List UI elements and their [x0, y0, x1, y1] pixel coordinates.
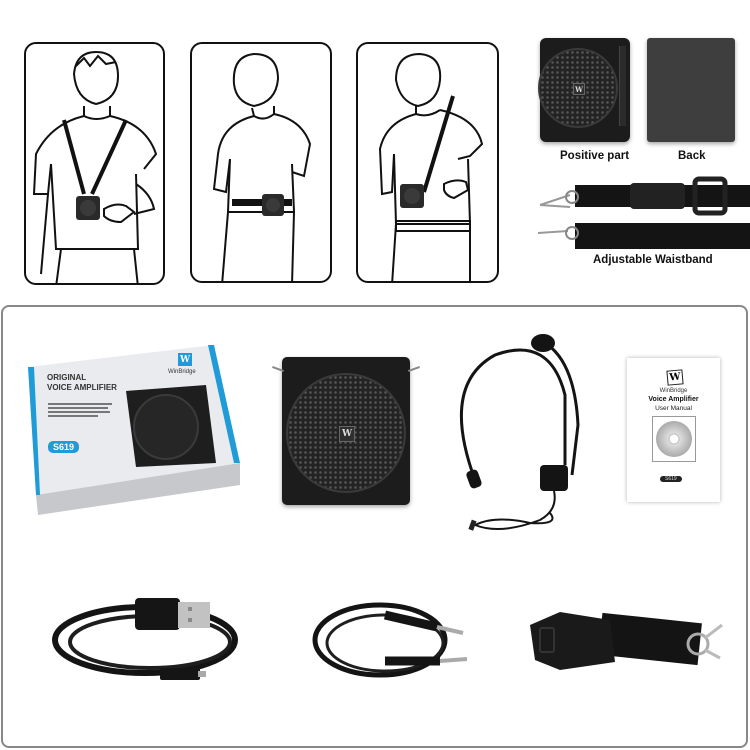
box-description: [48, 401, 118, 419]
speaker-unit: W: [282, 357, 410, 505]
box-shape: [28, 345, 240, 515]
speaker-back-view: [647, 38, 735, 142]
back-view-label: Back: [678, 150, 706, 162]
side-controls: [619, 46, 626, 126]
illustration-waistband: [190, 42, 332, 283]
manual-title: Voice Amplifier: [648, 396, 699, 403]
audio-cable-image: [312, 602, 468, 678]
box-title-line1: ORIGINAL: [47, 373, 87, 382]
waistband-label: Adjustable Waistband: [593, 254, 713, 266]
illustration-neck-lanyard: [24, 42, 165, 285]
illustration-shoulder-strap: [356, 42, 499, 283]
box-title-line2: VOICE AMPLIFIER: [47, 383, 117, 392]
manual-brand: WinBridge: [659, 388, 688, 394]
manual-logo-icon: W: [666, 369, 684, 386]
manual-speaker-image: [652, 416, 696, 462]
w-logo-icon: W: [573, 83, 585, 95]
buckle-strap-image: [530, 612, 723, 670]
usb-cable-image: [52, 598, 238, 680]
speaker-w-logo-icon: W: [339, 426, 355, 442]
retail-box: W WinBridge ORIGINAL VOICE AMPLIFIER S61…: [26, 345, 242, 517]
front-view-label: Positive part: [560, 150, 630, 162]
box-logo-icon: W: [178, 353, 192, 366]
manual-model-badge: S619: [660, 476, 682, 482]
user-manual: W WinBridge Voice Amplifier User Manual …: [627, 358, 720, 502]
adjustable-waistband-image: [537, 176, 750, 249]
box-model-badge: S619: [48, 441, 80, 453]
speaker-front-view: W: [538, 38, 630, 142]
person-waistband-icon: [212, 52, 312, 281]
headset-microphone-image: [459, 334, 580, 531]
person-lanyard-icon: [32, 50, 158, 283]
person-shoulder-strap-icon: [378, 52, 484, 281]
manual-subtitle: User Manual: [655, 405, 692, 412]
box-brand: WinBridge: [168, 369, 196, 375]
